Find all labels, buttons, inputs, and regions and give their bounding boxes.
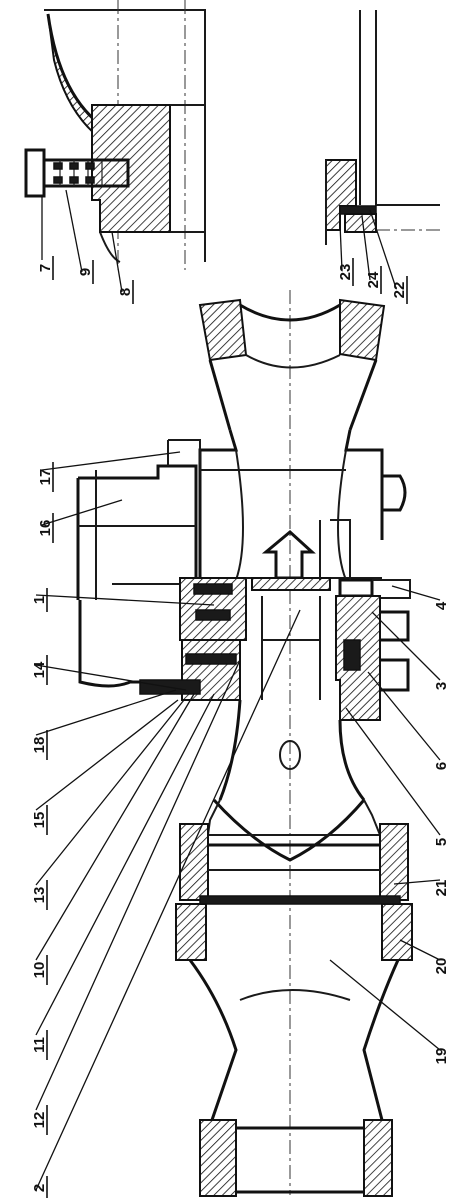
outlet-flange (198, 298, 386, 431)
label-part-4: 4 (433, 601, 450, 610)
label-part-7: 7 (37, 264, 54, 272)
part-labels: 17 16 1 14 18 15 13 10 11 12 2 7 9 8 23 … (31, 256, 450, 1198)
label-part-16: 16 (37, 520, 54, 537)
label-part-10: 10 (31, 962, 48, 979)
valve-section (76, 290, 413, 1197)
label-part-22: 22 (391, 282, 408, 299)
label-part-1: 1 (31, 596, 48, 604)
label-part-18: 18 (31, 737, 48, 754)
inlet-pipe (188, 959, 400, 1197)
label-part-12: 12 (31, 1112, 48, 1129)
label-part-6: 6 (433, 762, 450, 770)
seal-assembly (139, 519, 411, 721)
label-part-21: 21 (433, 880, 450, 897)
label-part-3: 3 (433, 682, 450, 690)
bolt-7 (24, 148, 130, 198)
label-part-19: 19 (433, 1048, 450, 1065)
valve-body-upper (198, 429, 407, 581)
label-part-9: 9 (77, 268, 94, 276)
label-part-15: 15 (31, 812, 48, 829)
label-part-17: 17 (37, 469, 54, 486)
label-part-11: 11 (31, 1037, 48, 1053)
label-part-14: 14 (31, 661, 48, 678)
coupling (175, 823, 413, 961)
label-part-13: 13 (31, 887, 48, 904)
valve-body-lower (206, 699, 382, 862)
label-part-5: 5 (433, 838, 450, 846)
label-part-24: 24 (365, 271, 382, 288)
label-part-20: 20 (433, 958, 450, 975)
detail-view-top (24, 0, 206, 270)
label-part-23: 23 (337, 264, 354, 281)
label-part-2: 2 (31, 1184, 48, 1192)
leader-lines (35, 189, 441, 1191)
label-part-8: 8 (117, 288, 134, 296)
detail-view-bottom (325, 10, 440, 245)
